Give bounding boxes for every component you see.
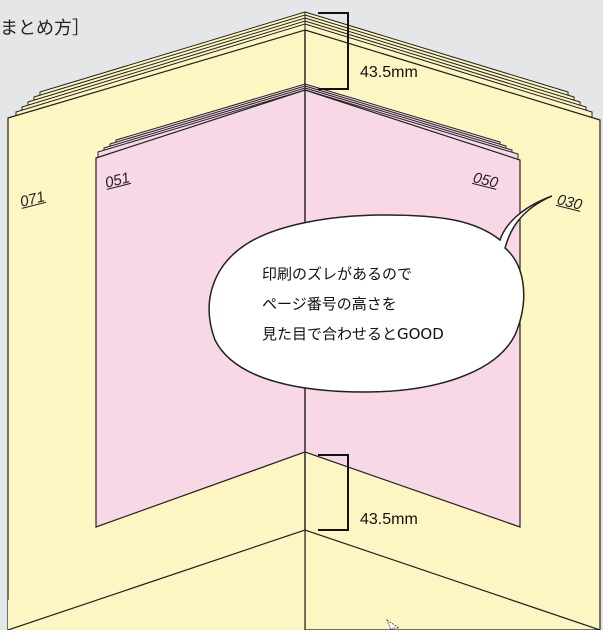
section-title: まとめ方］ <box>0 18 90 39</box>
top-measurement-label: 43.5mm <box>360 64 418 81</box>
callout-line-3: 見た目で合わせるとGOOD <box>262 325 444 343</box>
callout-line-1: 印刷のズレがあるので <box>262 265 413 283</box>
callout-text: 印刷のズレがあるので ページ番号の高さを 見た目で合わせるとGOOD <box>262 259 444 349</box>
outer-bottom-edge <box>7 529 601 630</box>
bottom-measurement-label: 43.5mm <box>360 511 418 528</box>
cursor-icon <box>386 618 401 630</box>
bottom-measure-bracket <box>318 454 349 531</box>
callout-line-2: ページ番号の高さを <box>262 295 397 313</box>
speech-bubble <box>208 195 553 393</box>
top-measure-bracket <box>318 12 349 90</box>
